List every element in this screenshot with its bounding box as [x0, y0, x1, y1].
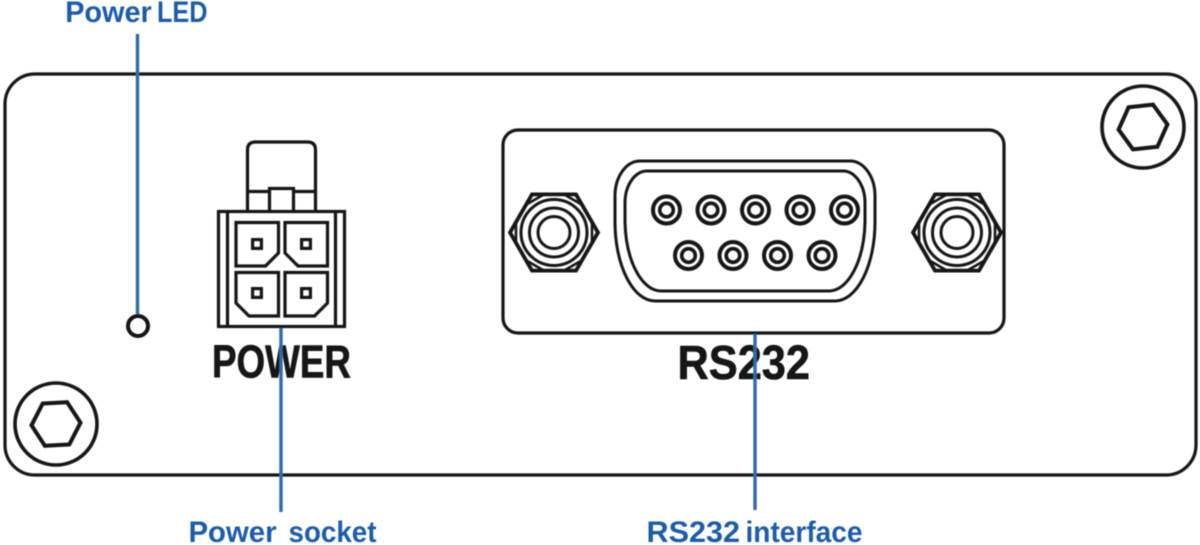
svg-text:LED: LED [157, 0, 208, 29]
svg-text:Power: Power [65, 0, 152, 29]
svg-text:RS232: RS232 [647, 516, 741, 545]
svg-text:Power: Power [189, 516, 278, 545]
svg-text:interface: interface [746, 516, 863, 545]
svg-text:RS232: RS232 [678, 337, 811, 390]
svg-text:socket: socket [289, 516, 377, 545]
